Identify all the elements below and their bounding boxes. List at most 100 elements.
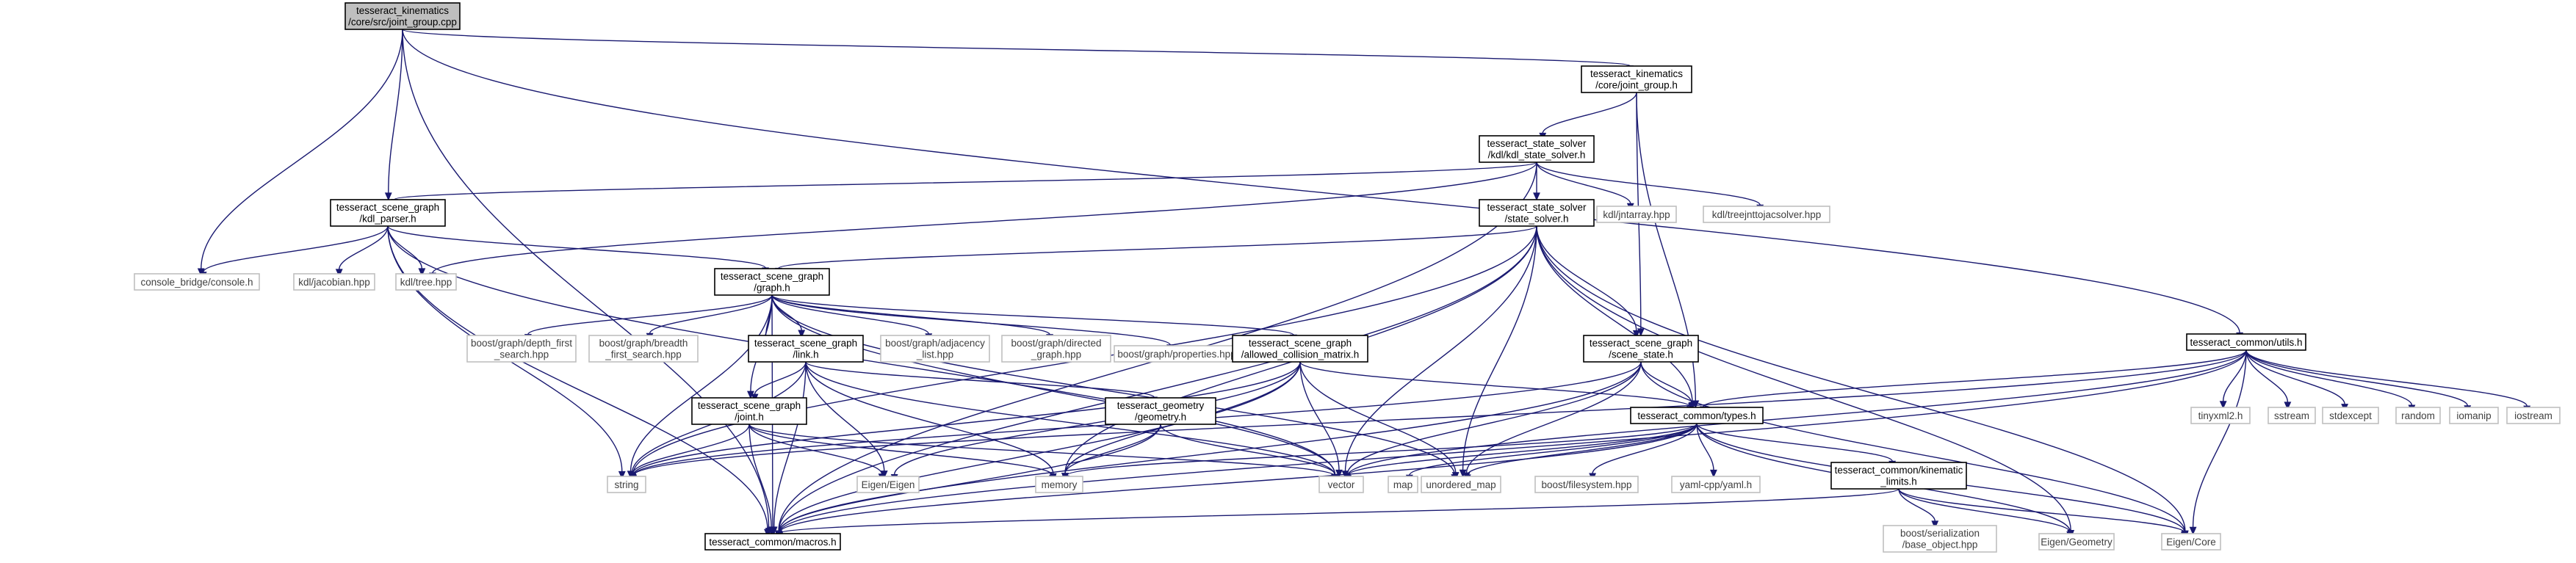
node-label-line: /state_solver.h xyxy=(1504,214,1568,225)
node-box xyxy=(1001,335,1111,363)
edge-line xyxy=(1347,423,1698,476)
arrowhead xyxy=(2284,402,2292,410)
node-box xyxy=(1479,199,1595,227)
edge-line xyxy=(402,29,2240,333)
edge-line xyxy=(339,225,389,270)
node-kdl-parser-h[interactable]: tesseract_scene_graph/kdl_parser.h xyxy=(330,199,446,227)
edge-line xyxy=(394,161,1537,200)
node-state-solver-h[interactable]: tesseract_state_solver/state_solver.h xyxy=(1479,199,1595,227)
edge-line xyxy=(778,361,1301,532)
node-yaml: yaml-cpp/yaml.h xyxy=(1671,476,1761,493)
arrowhead xyxy=(1335,469,1343,479)
node-macros-h[interactable]: tesseract_common/macros.h xyxy=(704,533,841,551)
edge-line xyxy=(1536,225,1637,331)
node-filesystem: boost/filesystem.hpp xyxy=(1534,476,1639,493)
edge-line xyxy=(1536,161,1761,206)
node-joint-group-cpp[interactable]: tesseract_kinematics/core/src/joint_grou… xyxy=(344,2,461,30)
file-nodes: tesseract_kinematics/core/src/joint_grou… xyxy=(134,2,2561,553)
node-joint-group-h[interactable]: tesseract_kinematics/core/joint_group.h xyxy=(1581,65,1692,93)
node-label-line: _search.hpp xyxy=(494,349,549,360)
edge-line xyxy=(893,361,1301,475)
edge-utils_h-to-eigen_core xyxy=(2189,349,2247,535)
node-box xyxy=(704,533,841,551)
arrowhead xyxy=(618,471,626,479)
edge-scene_state_h-to-types_h xyxy=(1640,361,1695,411)
node-label-line: string xyxy=(614,479,638,490)
edge-line xyxy=(649,294,773,334)
edge-line xyxy=(748,424,1335,476)
node-link-h[interactable]: tesseract_scene_graph/link.h xyxy=(748,335,864,363)
node-box xyxy=(880,335,990,363)
node-vector: vector xyxy=(1318,476,1364,493)
node-kdl-state-solver-h[interactable]: tesseract_state_solver/kdl/kdl_state_sol… xyxy=(1479,135,1595,163)
node-types-h[interactable]: tesseract_common/types.h xyxy=(1630,407,1764,424)
node-eigen-eigen: Eigen/Eigen xyxy=(856,476,920,493)
arrowhead xyxy=(798,330,806,338)
node-label-line: sstream xyxy=(2274,410,2309,421)
node-acm-h[interactable]: tesseract_scene_graph/allowed_collision_… xyxy=(1232,335,1368,363)
node-kinematic-limits-h[interactable]: tesseract_common/kinematic_limits.h xyxy=(1830,462,1967,490)
node-label-line: /scene_state.h xyxy=(1609,349,1673,360)
node-label-line: tesseract_common/kinematic xyxy=(1835,465,1963,476)
edge-line xyxy=(779,349,2247,533)
node-adjlist: boost/graph/adjacency_list.hpp xyxy=(880,335,990,363)
arrowhead xyxy=(335,269,343,277)
node-label-line: boost/serialization xyxy=(1900,528,1980,539)
node-joint-h[interactable]: tesseract_scene_graph/joint.h xyxy=(691,397,807,425)
node-label-line: tesseract_scene_graph xyxy=(721,271,823,282)
node-label-line: memory xyxy=(1042,479,1078,490)
node-label-line: iomanip xyxy=(2456,410,2491,421)
node-label-line: tesseract_common/macros.h xyxy=(709,537,836,548)
node-utils-h[interactable]: tesseract_common/utils.h xyxy=(2186,333,2306,351)
edge-line xyxy=(632,349,2247,476)
node-label-line: kdl/treejnttojacsolver.hpp xyxy=(1712,209,1822,220)
node-box xyxy=(2190,407,2251,424)
edge-line xyxy=(1536,225,1693,403)
node-box xyxy=(2322,407,2379,424)
node-label-line: _list.hpp xyxy=(916,349,953,360)
node-properties: boost/graph/properties.hpp xyxy=(1114,345,1240,363)
edge-types_h-to-yaml xyxy=(1696,423,1717,479)
edge-line xyxy=(201,29,403,269)
node-box xyxy=(588,335,699,363)
edge-kdl_parser_h-to-jacobian xyxy=(335,225,389,277)
edge-line xyxy=(2222,349,2247,402)
node-box xyxy=(344,2,461,30)
edge-line xyxy=(771,294,1294,335)
node-box xyxy=(395,273,457,291)
node-box xyxy=(330,199,446,227)
edge-line xyxy=(771,294,1171,346)
edge-joint_group_cpp-to-kdl_parser_h xyxy=(384,29,403,201)
node-label-line: tinyxml2.h xyxy=(2198,410,2243,421)
edge-line xyxy=(387,225,766,269)
node-label-line: _first_search.hpp xyxy=(605,349,682,360)
edge-line xyxy=(1467,423,1698,476)
arrowhead xyxy=(418,268,426,277)
node-graph-h[interactable]: tesseract_scene_graph/graph.h xyxy=(714,268,830,296)
node-box xyxy=(2506,407,2561,424)
node-box xyxy=(1583,335,1699,363)
node-label-line: yaml-cpp/yaml.h xyxy=(1680,479,1752,490)
node-label-line: boost/filesystem.hpp xyxy=(1541,479,1631,490)
node-box xyxy=(2186,333,2306,351)
node-box xyxy=(2449,407,2499,424)
edge-line xyxy=(1536,161,1631,204)
edge-line xyxy=(754,361,807,395)
arrowhead xyxy=(384,192,392,201)
node-scene-state-h[interactable]: tesseract_scene_graph/scene_state.h xyxy=(1583,335,1699,363)
node-label-line: iostream xyxy=(2514,410,2552,421)
edge-state_solver_h-to-scene_state_h xyxy=(1536,225,1640,338)
edge-line xyxy=(1160,424,1336,475)
node-geometry-h[interactable]: tesseract_geometry/geometry.h xyxy=(1105,397,1216,425)
edge-line xyxy=(1536,225,2186,531)
edge-line xyxy=(2245,349,2468,407)
edge-line xyxy=(779,488,1899,534)
edge-line xyxy=(1592,423,1698,474)
node-label-line: tesseract_scene_graph xyxy=(754,338,857,349)
edge-line xyxy=(779,423,1698,534)
node-stdexcept: stdexcept xyxy=(2322,407,2379,424)
node-label-line: boost/graph/properties.hpp xyxy=(1117,349,1235,360)
edge-line xyxy=(805,361,1155,398)
node-box xyxy=(1035,476,1083,493)
edge-line xyxy=(388,29,403,194)
